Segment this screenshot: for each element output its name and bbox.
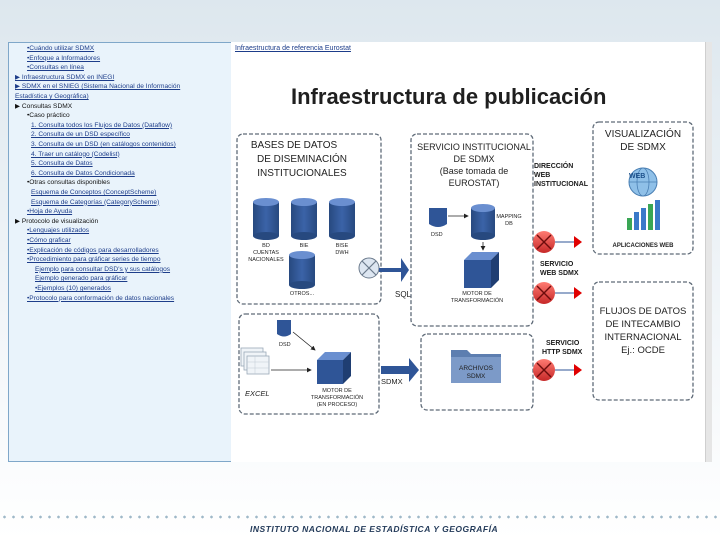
cylinder-label-bise-1: BISE	[336, 243, 349, 249]
excel-label: EXCEL	[245, 389, 270, 398]
flujos-line-3: INTERNACIONAL	[604, 332, 681, 343]
red-arrow-2	[574, 287, 582, 299]
flujos-line-1: FLUJOS DE DATOS	[600, 306, 687, 317]
archivos-line-1: ARCHIVOS	[459, 365, 494, 372]
x-connector-sql	[359, 258, 379, 278]
nav-item[interactable]: •Hoja de Ayuda	[27, 208, 72, 216]
dsd-document-icon	[429, 208, 447, 227]
bases-title-line-3: INSTITUCIONALES	[257, 168, 347, 179]
nav-item[interactable]: Estadística y Geográfica)	[15, 93, 89, 101]
motor-transformacion-cube	[464, 252, 499, 288]
direccion-line-3: INSTITUCIONAL	[534, 181, 589, 188]
excel-dsd-document-icon	[277, 320, 291, 337]
nav-item[interactable]: 6. Consulta de Datos Condicionada	[31, 170, 135, 178]
excel-motor-line-3: (EN PROCESO)	[317, 402, 358, 408]
direccion-line-1: DIRECCIÓN	[534, 161, 573, 170]
direccion-line-2: WEB	[534, 172, 550, 179]
publication-diagram: Infraestructura de publicación BASES DE …	[231, 42, 706, 462]
nav-item[interactable]: •Enfoque a Informadores	[27, 55, 100, 63]
cylinder-otros	[289, 251, 315, 289]
content-panel: Infraestructura de referencia Eurostat I…	[231, 42, 712, 462]
nav-item: •Otras consultas disponibles	[27, 179, 110, 187]
excel-dsd-label: DSD	[279, 342, 291, 348]
sdmx-label: SDMX	[381, 377, 403, 386]
http-sdmx-line-2: HTTP SDMX	[542, 349, 583, 356]
footer-institution-name: INSTITUTO NACIONAL DE ESTADÍSTICA Y GEOG…	[250, 524, 498, 534]
mapping-db-cylinder	[471, 204, 495, 240]
cylinder-bie	[291, 198, 317, 240]
servicio-title-line-2: DE SDMX	[453, 154, 494, 164]
nav-item[interactable]: 3. Consulta de un DSD (en catálogos cont…	[31, 141, 176, 149]
nav-item[interactable]: •Ejemplos (10) generados	[35, 285, 111, 293]
nav-item: ▶ Consultas SDMX	[15, 103, 72, 111]
excel-motor-line-2: TRANSFORMACIÓN	[311, 394, 363, 401]
nav-item[interactable]: 4. Traer un catálogo (Codelist)	[31, 151, 120, 159]
footer-dot-divider	[0, 514, 720, 520]
nav-item: ▶ Protocolo de visualización	[15, 218, 98, 226]
visualizacion-title-2: DE SDMX	[620, 142, 666, 153]
nav-item[interactable]: •Procedimiento para gráficar series de t…	[27, 256, 161, 264]
nav-item[interactable]: •Consultas en línea	[27, 64, 84, 72]
nav-item[interactable]: Esquema de Conceptos (ConceptScheme)	[31, 189, 156, 197]
archivos-line-2: SDMX	[467, 373, 486, 380]
visualizacion-title-1: VISUALIZACIÓN	[605, 127, 681, 140]
red-x-connector-web	[533, 231, 555, 253]
bases-title-line-2: DE DISEMINACIÓN	[257, 152, 347, 165]
cylinder-label-bise-2: DWH	[335, 250, 348, 256]
nav-item[interactable]: •Protocolo para conformación de datos na…	[27, 295, 174, 303]
excel-motor-cube	[317, 352, 351, 384]
nav-item[interactable]: •Cuándo utilizar SDMX	[27, 45, 94, 53]
flujos-line-4: Ej.: OCDE	[621, 345, 665, 356]
servicio-title-line-3: (Base tomada de	[440, 166, 509, 176]
http-sdmx-line-1: SERVICIO	[546, 340, 580, 347]
nav-item[interactable]: •Cómo graficar	[27, 237, 71, 245]
motor-label-1: MOTOR DE	[462, 291, 492, 297]
red-x-connector-http	[533, 359, 555, 381]
nav-item[interactable]: Esquema de Categorías (CategoryScheme)	[31, 199, 159, 207]
spreadsheet-stack-icon	[241, 348, 269, 374]
nav-item[interactable]: 2. Consulta de un DSD específico	[31, 131, 130, 139]
cylinder-label-bie: BIE	[300, 243, 309, 249]
screenshot-window: •Cuándo utilizar SDMX •Enfoque a Informad…	[8, 42, 712, 462]
nav-item: •Caso práctico	[27, 112, 70, 120]
cylinder-label-cuentas-2: CUENTAS	[253, 250, 279, 256]
mapping-label-2: DB	[505, 221, 513, 227]
web-globe-icon: WEB	[629, 168, 657, 196]
diagram-title: Infraestructura de publicación	[291, 84, 606, 109]
red-arrow-3	[574, 364, 582, 376]
arrow-bases-to-servicio	[379, 258, 409, 282]
aplicaciones-web-label: APLICACIONES WEB	[612, 243, 674, 249]
nav-item[interactable]: ▶ Infraestructura SDMX en INEGI	[15, 74, 114, 82]
cylinder-label-cuentas-3: NACIONALES	[248, 257, 284, 263]
dsd-label-servicio: DSD	[431, 232, 443, 238]
red-x-connector-sdmx-web	[533, 282, 555, 304]
nav-item[interactable]: Ejemplo para consultar DSD's y sus catál…	[35, 266, 170, 274]
web-sdmx-line-2: WEB SDMX	[540, 270, 579, 277]
motor-label-2: TRANSFORMACIÓN	[451, 297, 503, 304]
nav-item[interactable]: •Lenguajes utilizados	[27, 227, 89, 235]
servicio-title-line-1: SERVICIO INSTITUCIONAL	[417, 142, 531, 152]
servicio-title-line-4: EUROSTAT)	[449, 178, 500, 188]
web-sdmx-line-1: SERVICIO	[540, 261, 574, 268]
nav-item[interactable]: 5. Consulta de Datos	[31, 160, 93, 168]
arrow-dsd-to-motor-excel	[293, 332, 315, 350]
cylinder-cuentas	[253, 198, 279, 240]
nav-item[interactable]: 1. Consulta todos los Flujos de Datos (D…	[31, 122, 172, 130]
nav-item[interactable]: Ejemplo generado para gráficar	[35, 275, 127, 283]
nav-item[interactable]: •Explicación de códigos para desarrollad…	[27, 247, 159, 255]
bar-chart-icon	[627, 200, 660, 230]
svg-text:WEB: WEB	[629, 173, 645, 180]
cylinder-bise	[329, 198, 355, 240]
cylinder-label-otros: OTROS...	[290, 291, 315, 297]
cylinder-label-cuentas-1: BD	[262, 243, 270, 249]
flujos-line-2: DE INTECAMBIO	[606, 319, 681, 330]
content-scrollbar[interactable]	[705, 42, 712, 462]
excel-motor-line-1: MOTOR DE	[322, 388, 352, 394]
mapping-label-1: MAPPING	[496, 214, 521, 220]
nav-item[interactable]: ▶ SDMX en el SNIEG (Sistema Nacional de …	[15, 83, 180, 91]
red-arrow-1	[574, 236, 582, 248]
sql-label: SQL	[395, 290, 412, 299]
bases-title-line-1: BASES DE DATOS	[251, 140, 338, 151]
navigation-panel: •Cuándo utilizar SDMX •Enfoque a Informad…	[8, 42, 232, 462]
